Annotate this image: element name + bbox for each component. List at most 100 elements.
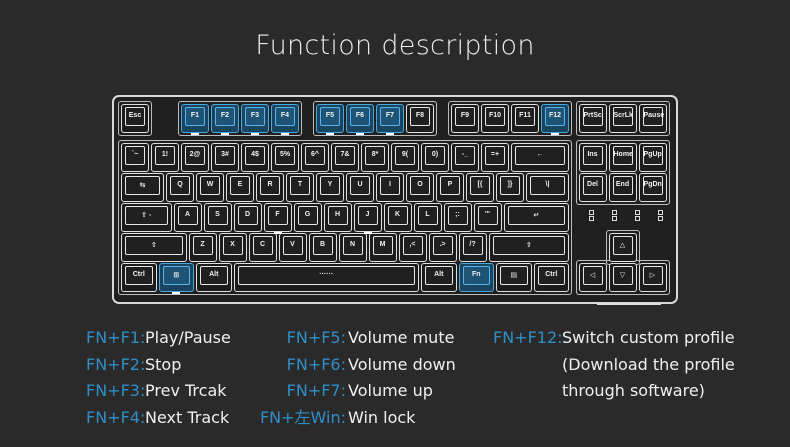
key-label: ⇧: [525, 242, 532, 249]
key-f11: F11: [511, 104, 539, 133]
key-f10: F10: [481, 104, 509, 133]
legend-desc: Volume down: [348, 355, 456, 374]
key-1: 1!: [151, 143, 179, 172]
key-symbol: △: [608, 233, 637, 262]
key-label: 1!: [161, 151, 169, 158]
key-f12: F12: [541, 104, 569, 135]
key-h: H: [323, 203, 352, 232]
key-label: ▤: [510, 272, 518, 279]
key-del: Del: [578, 173, 607, 202]
indicator-bar: [356, 133, 364, 135]
key-label: ⇧: [150, 242, 157, 249]
legend-key: FN+F3:: [86, 381, 146, 400]
key-label: Ctrl: [545, 271, 558, 278]
key-label: Y: [327, 181, 333, 188]
key-f2: F2: [211, 104, 239, 135]
key-label: F: [275, 211, 280, 218]
key-label: Alt: [209, 271, 219, 278]
key-label: ◁: [589, 272, 596, 279]
key-label: -_: [461, 151, 469, 158]
key-label: 8*: [371, 151, 379, 158]
key-label: 5%: [279, 151, 291, 158]
key-e: E: [226, 173, 254, 202]
key-label: F9: [460, 112, 470, 119]
legend-item: FN+F1:: [86, 330, 145, 346]
key-u: U: [346, 173, 374, 202]
key-symbol: ⇧: [488, 233, 569, 262]
key-label: ↵: [533, 212, 540, 219]
key-group-frame: [575, 140, 670, 205]
legend-desc: Prev Trcak: [145, 381, 227, 400]
key-label: Alt: [434, 271, 444, 278]
key-label: 7&: [340, 151, 350, 158]
legend-key: FN+F4:: [86, 408, 146, 427]
key-label: 6^: [311, 151, 319, 158]
key-label: =+: [490, 151, 500, 158]
key-label: End: [615, 181, 630, 188]
key-label: PrtSc: [583, 112, 602, 119]
key-label: B: [319, 241, 326, 248]
key-p: P: [436, 173, 464, 202]
key-label: ]}: [507, 181, 513, 188]
key-ins: Ins: [578, 143, 607, 172]
key-i: I: [376, 173, 404, 202]
key-4: 4$: [241, 143, 269, 172]
key-symbol: ▷: [638, 263, 667, 292]
legend-desc: Play/Pause: [145, 328, 231, 347]
win-lock-led-icon: [657, 210, 663, 223]
key-symbol: .>: [428, 233, 457, 262]
key-label: ▽: [619, 272, 626, 279]
key-label: ,<: [409, 241, 416, 248]
key-label: 2@: [189, 151, 201, 158]
keyboard-edge-mark: [597, 303, 661, 305]
key-label: F2: [220, 112, 230, 119]
key-symbol: `~: [121, 143, 149, 172]
key-label: F4: [280, 112, 290, 119]
key-symbol: ······: [233, 263, 419, 292]
key-group-frame: [118, 101, 152, 136]
key-label: [{: [477, 181, 483, 188]
key-9: 9(: [391, 143, 419, 172]
key-label: E: [237, 181, 243, 188]
key-0: 0): [421, 143, 449, 172]
indicator-bar: [172, 292, 181, 294]
key-group-frame: [448, 101, 572, 136]
key-o: O: [406, 173, 434, 202]
key-c: C: [248, 233, 277, 262]
indicator-bar: [191, 133, 199, 135]
key-f5: F5: [316, 104, 344, 135]
key-f4: F4: [271, 104, 299, 135]
legend-key: FN+F5:: [286, 328, 346, 347]
key-label: H: [334, 211, 341, 218]
key-label: .>: [439, 241, 446, 248]
key-f3: F3: [241, 104, 269, 135]
key-pgdn: PgDn: [638, 173, 667, 202]
key-j: J: [353, 203, 382, 234]
indicator-bar: [551, 133, 559, 135]
key-group-frame: [178, 101, 302, 136]
key-label: N: [349, 241, 356, 248]
key-symbol: -_: [451, 143, 479, 172]
key-label: PgDn: [643, 181, 662, 188]
key-alt: Alt: [421, 263, 457, 292]
legend-desc: Next Track: [145, 408, 230, 427]
key-end: End: [608, 173, 637, 202]
key-label: 3#: [221, 151, 229, 158]
key-label: ······: [319, 271, 334, 278]
legend-key: FN+左Win:: [259, 408, 346, 427]
key-label: 4$: [251, 151, 259, 158]
key-label: F11: [519, 112, 531, 119]
legend-desc: (Download the profile: [562, 355, 735, 374]
key-label: ⇆: [139, 182, 146, 189]
key-d: D: [233, 203, 262, 232]
key-pgup: PgUp: [638, 143, 667, 172]
legend-key: FN+F2:: [86, 355, 146, 374]
indicator-bar: [251, 133, 259, 135]
key-q: Q: [166, 173, 194, 202]
key-x: X: [218, 233, 247, 262]
key-symbol: \|: [526, 173, 569, 202]
key-f: F: [263, 203, 292, 234]
key-symbol: ;:: [443, 203, 472, 232]
key-ctrl: Ctrl: [121, 263, 157, 292]
